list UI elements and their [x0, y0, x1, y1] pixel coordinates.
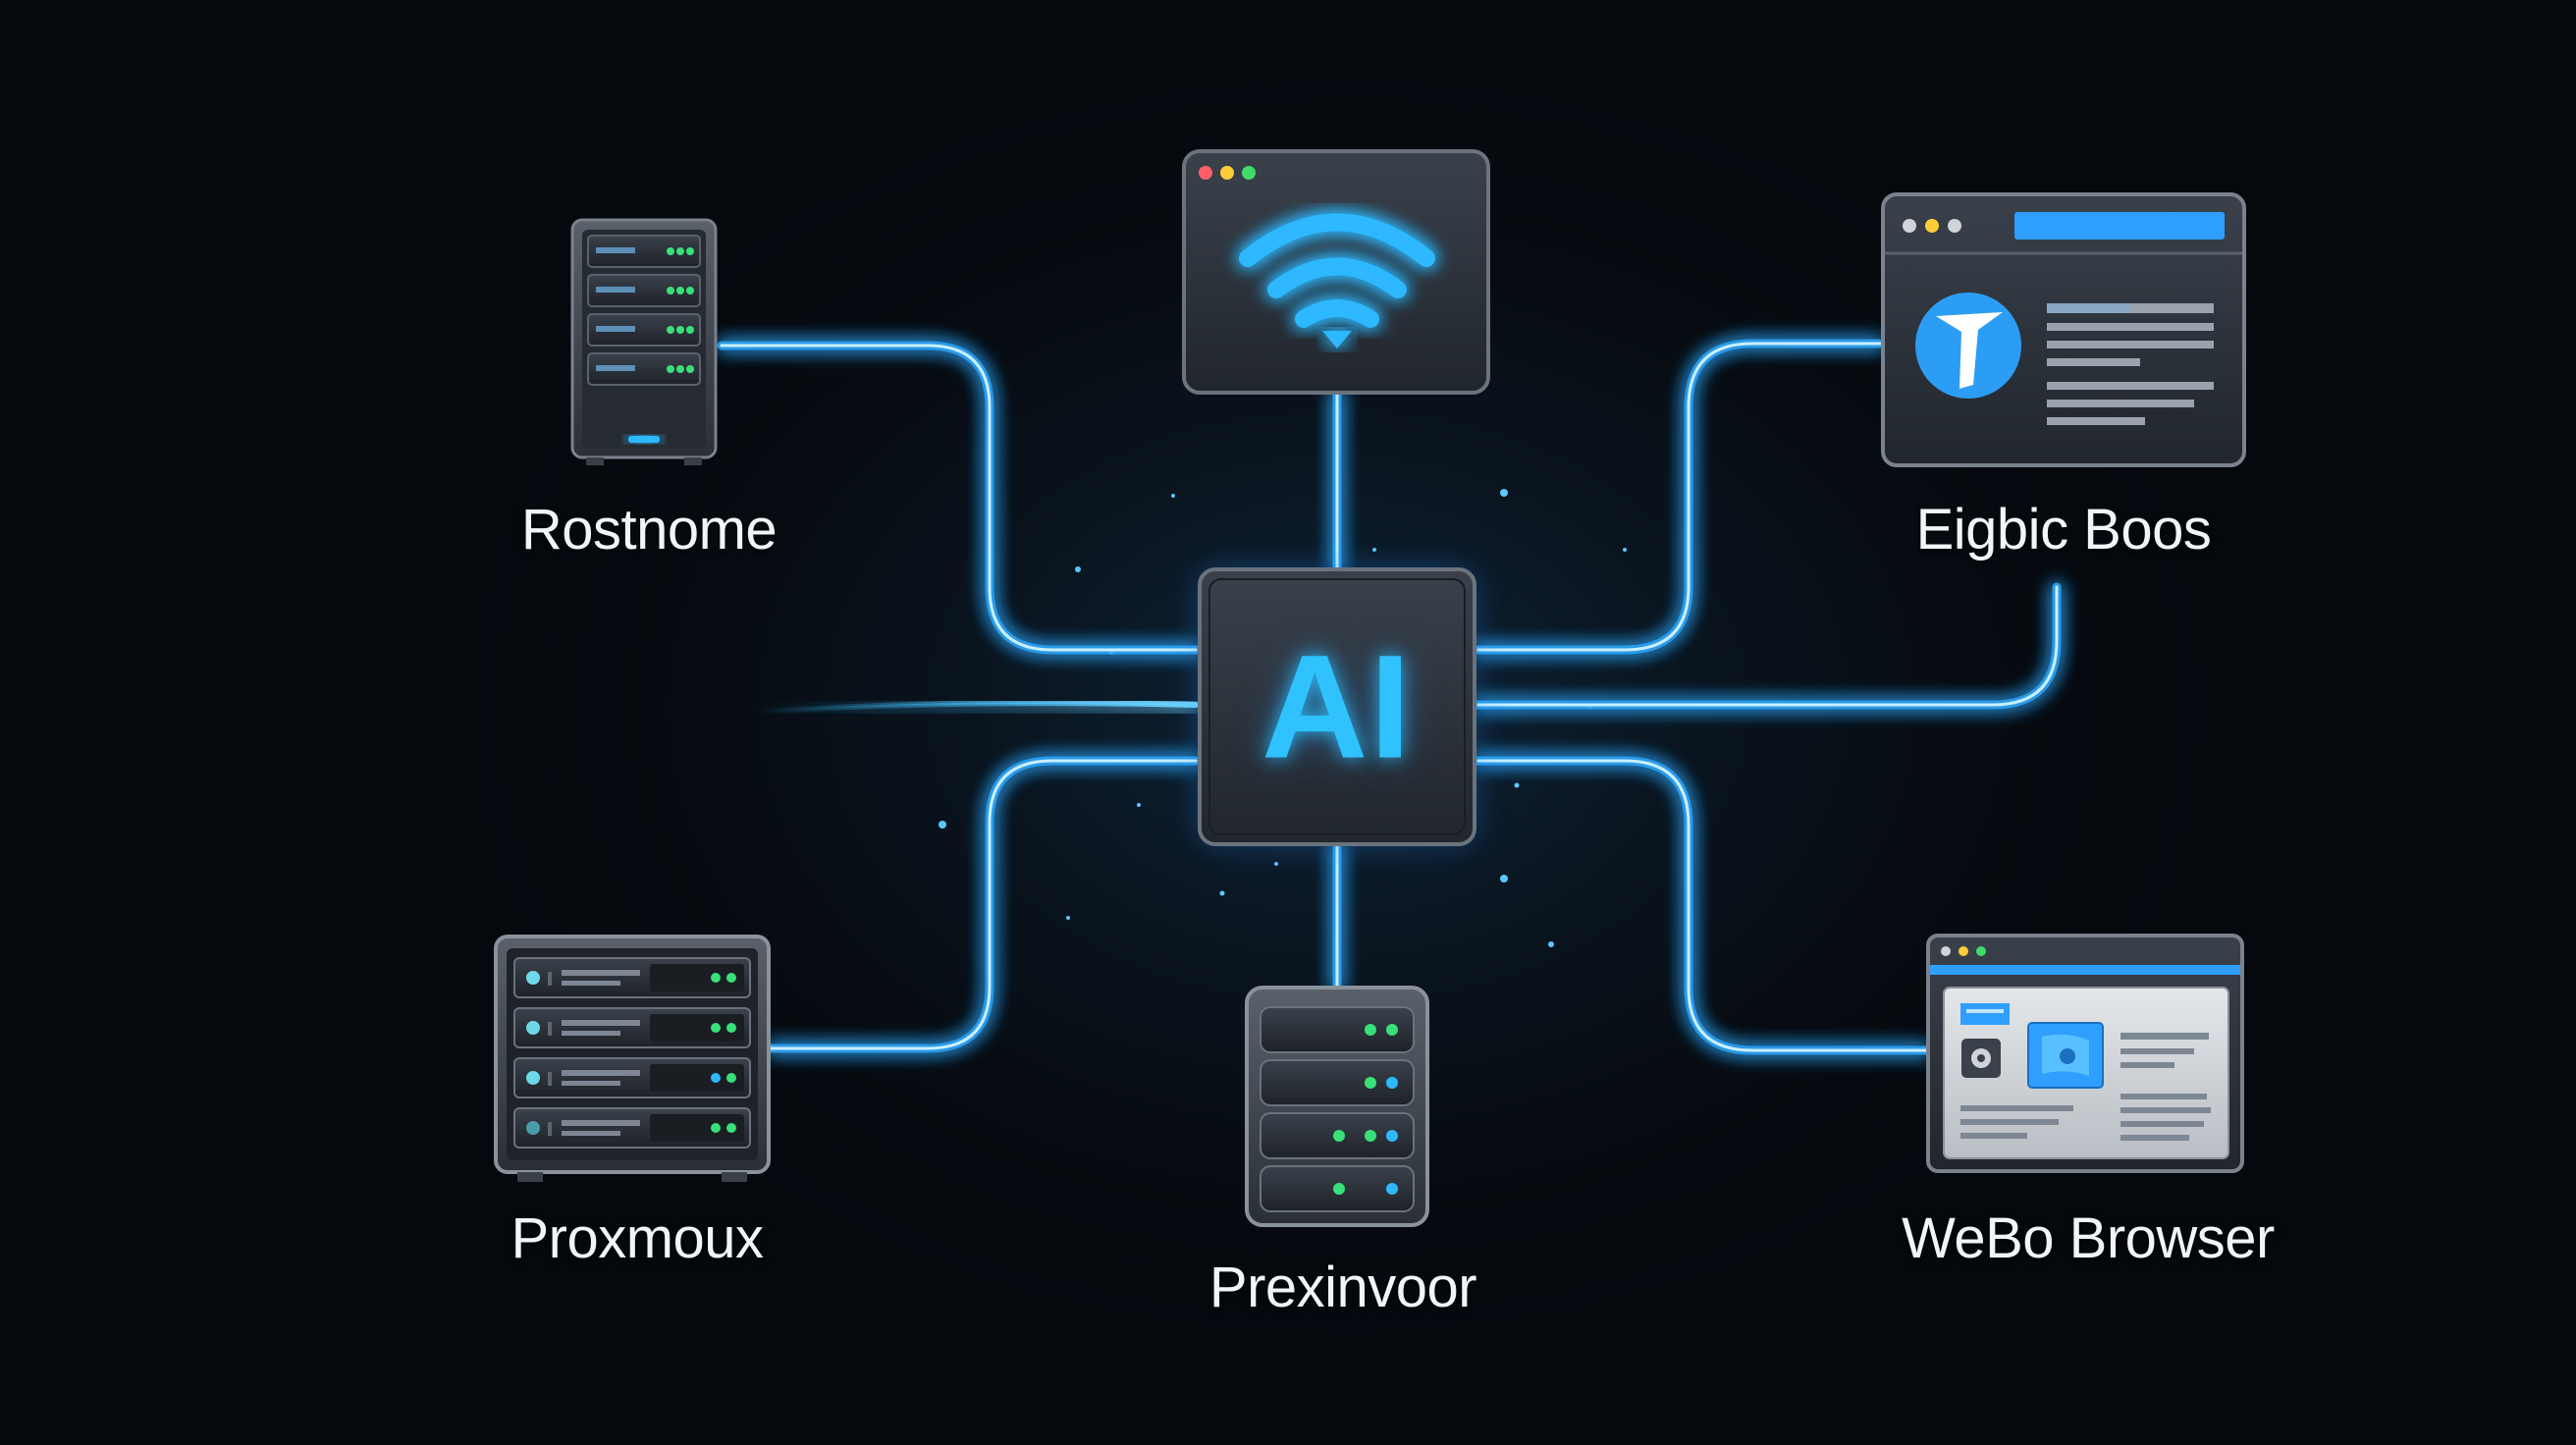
connector-lines	[717, 339, 2062, 1055]
ai-chip-icon	[1198, 567, 1476, 846]
server-tower-icon	[570, 218, 718, 465]
wifi-window-icon	[1182, 149, 1490, 395]
node-label-rostnome: Rostnome	[520, 498, 778, 562]
wifi-icon	[1239, 213, 1435, 328]
web-browser-icon	[1926, 934, 2244, 1173]
browser-window-icon	[1881, 192, 2246, 467]
node-label-webo-browser: WeBo Browser	[1902, 1206, 2275, 1270]
rack-server-icon	[494, 935, 771, 1182]
node-label-proxmoux: Proxmoux	[510, 1206, 764, 1270]
database-server-icon	[1245, 986, 1429, 1227]
node-label-prexinvoor: Prexinvoor	[1208, 1256, 1477, 1319]
node-label-eigbic-boos: Eigbic Boos	[1915, 498, 2212, 562]
hub-label: AI	[1261, 623, 1413, 789]
